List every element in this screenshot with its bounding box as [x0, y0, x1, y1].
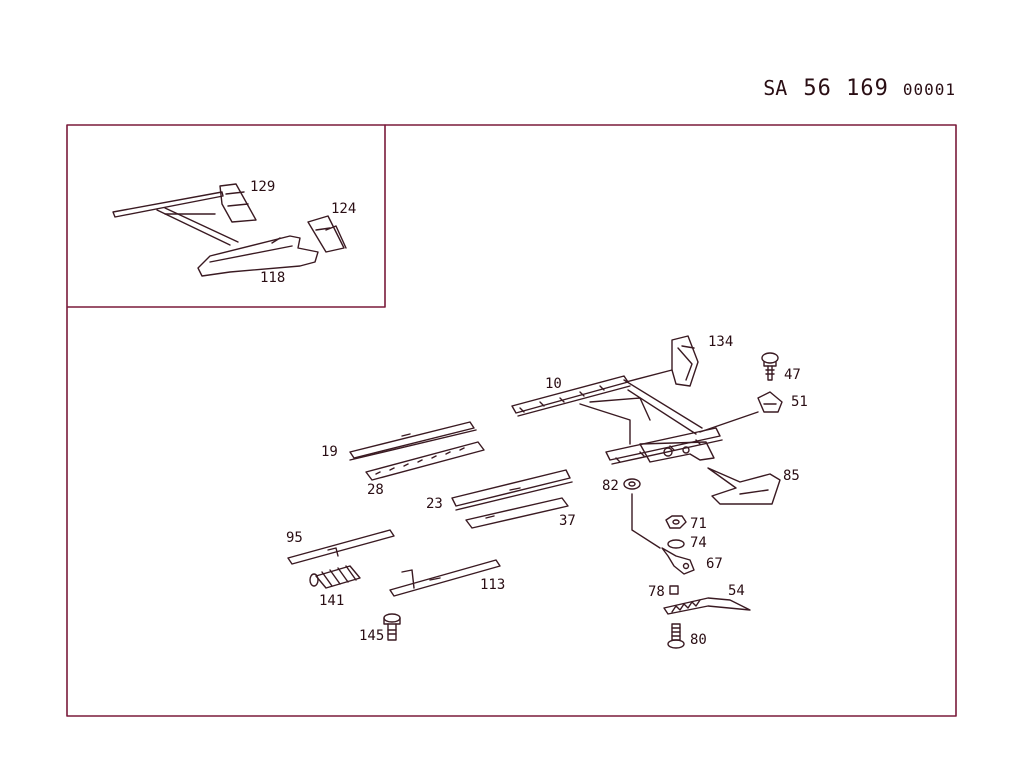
part-129-drawing [219, 183, 257, 223]
callout-28: 28 [367, 482, 384, 498]
part-80-drawing [667, 623, 685, 649]
part-74-drawing [667, 539, 685, 549]
callout-37: 37 [559, 513, 576, 529]
leader-134 [625, 369, 673, 383]
leader-82-67 [631, 493, 661, 549]
callout-10: 10 [545, 376, 562, 392]
part-95-drawing [287, 529, 395, 565]
callout-82: 82 [602, 478, 619, 494]
part-51-drawing [757, 391, 783, 413]
callout-80: 80 [690, 632, 707, 648]
part-28-drawing [365, 441, 485, 481]
callout-95: 95 [286, 530, 303, 546]
part-78-drawing [669, 585, 679, 595]
callout-54: 54 [728, 583, 745, 599]
drawing-number: SA 56 169 00001 [763, 76, 956, 101]
callout-19: 19 [321, 444, 338, 460]
part-67-drawing [661, 547, 695, 575]
callout-145: 145 [359, 628, 385, 644]
callout-78: 78 [648, 584, 665, 600]
part-118-drawing [112, 191, 319, 277]
callout-51: 51 [791, 394, 808, 410]
callout-141: 141 [319, 593, 345, 609]
drawing-prefix: SA [763, 76, 788, 100]
callout-74: 74 [690, 535, 707, 551]
drawing-frame [66, 124, 957, 717]
part-19-drawing [349, 421, 477, 461]
part-113-drawing [389, 559, 501, 597]
drawing-suffix: 00001 [902, 80, 956, 99]
callout-85: 85 [783, 468, 800, 484]
inset-frame [67, 124, 386, 308]
drawing-main-number: 56 169 [803, 76, 889, 101]
callout-71: 71 [690, 516, 707, 532]
callout-134: 134 [708, 334, 734, 350]
callout-67: 67 [706, 556, 723, 572]
part-145-drawing [383, 613, 401, 641]
callout-118: 118 [260, 270, 286, 286]
part-141-drawing [309, 565, 361, 589]
part-37-drawing [465, 497, 569, 529]
part-85-drawing [707, 467, 781, 505]
part-71-drawing [665, 515, 687, 529]
part-54-drawing [663, 597, 751, 615]
callout-23: 23 [426, 496, 443, 512]
callout-129: 129 [250, 179, 276, 195]
part-10-drawing [511, 375, 723, 465]
part-82-drawing [623, 478, 641, 490]
callout-113: 113 [480, 577, 506, 593]
leader-51 [699, 411, 759, 433]
part-134-drawing [671, 335, 699, 387]
part-124-drawing [307, 215, 347, 253]
part-47-drawing [761, 352, 779, 381]
callout-124: 124 [331, 201, 357, 217]
callout-47: 47 [784, 367, 801, 383]
part-23-drawing [451, 469, 573, 511]
